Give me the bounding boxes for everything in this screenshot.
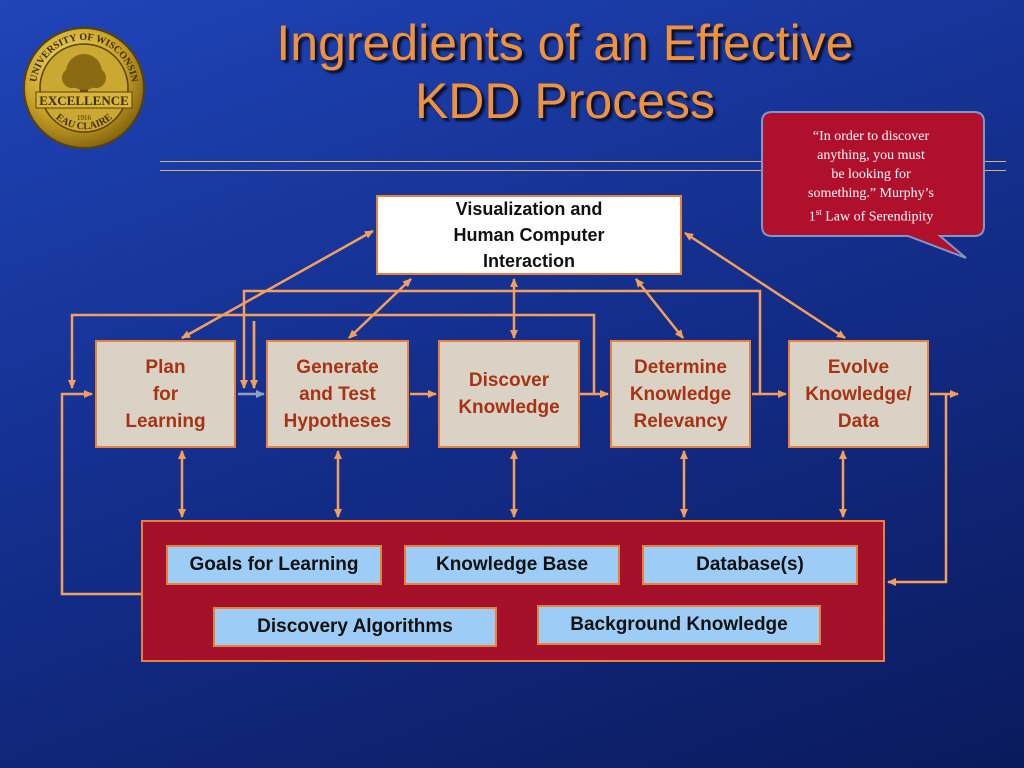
- arrow-viz-generate: [348, 278, 412, 339]
- quote-line-5: 1st Law of Serendipity: [808, 207, 934, 225]
- title-rule-bottom: [160, 170, 1006, 171]
- quote-line-4: something.” Murphy’s: [808, 186, 934, 202]
- arrow-viz-evolve: [684, 231, 846, 340]
- step-discover-knowledge: Discover Knowledge: [438, 340, 580, 448]
- viz-line-1: Visualization and: [455, 199, 603, 219]
- title-line-2: KDD Process: [414, 73, 716, 129]
- step-determine-relevancy: Determine Knowledge Relevancy: [610, 340, 751, 448]
- quote-line-2: anything, you must: [817, 148, 925, 164]
- goals-for-learning-box: Goals for Learning: [166, 545, 382, 585]
- databases-box: Database(s): [642, 545, 858, 585]
- step-evolve-knowledge: Evolve Knowledge/ Data: [788, 340, 929, 448]
- step-label: Determine Knowledge Relevancy: [629, 356, 732, 432]
- title-line-1: Ingredients of an Effective: [276, 15, 854, 71]
- step-label: Evolve Knowledge/ Data: [805, 356, 912, 432]
- loop-evolve-base: [887, 394, 948, 586]
- visualization-hci-box: Visualization and Human Computer Interac…: [376, 195, 682, 275]
- loop-determine-plan: [68, 313, 596, 394]
- discovery-algorithms-box: Discovery Algorithms: [213, 607, 497, 647]
- speech-bubble: [761, 111, 985, 259]
- step-generate-and-test: Generate and Test Hypotheses: [266, 340, 409, 448]
- seal-small-text: 1916: [77, 114, 92, 122]
- title-rule-top: [160, 161, 1006, 162]
- slide-title: Ingredients of an Effective KDD Process: [170, 14, 960, 130]
- step-label: Discover Knowledge: [458, 370, 560, 418]
- step-plan-for-learning: Plan for Learning: [95, 340, 236, 448]
- seal-excellence-text: EXCELLENCE: [39, 93, 129, 108]
- background-knowledge-box: Background Knowledge: [537, 605, 821, 645]
- viz-line-3: Interaction: [482, 251, 575, 271]
- knowledge-base-box: Knowledge Base: [404, 545, 620, 585]
- quote-line-3: be looking for: [831, 167, 911, 183]
- loop-base-plan: [60, 390, 141, 596]
- step-label: Generate and Test Hypotheses: [283, 356, 392, 432]
- quote-line-1: “In order to discover: [812, 129, 930, 145]
- arrow-viz-plan: [181, 229, 374, 340]
- step-label: Plan for Learning: [125, 356, 206, 432]
- loop-evolve-generate: [240, 289, 762, 394]
- arrow-viz-determine: [635, 278, 684, 339]
- viz-line-2: Human Computer: [453, 225, 605, 245]
- university-seal-logo: EXCELLENCE UNIVERSITY OF WISCONSIN EAU C…: [23, 27, 145, 149]
- serendipity-quote: “In order to discover anything, you must…: [760, 116, 982, 238]
